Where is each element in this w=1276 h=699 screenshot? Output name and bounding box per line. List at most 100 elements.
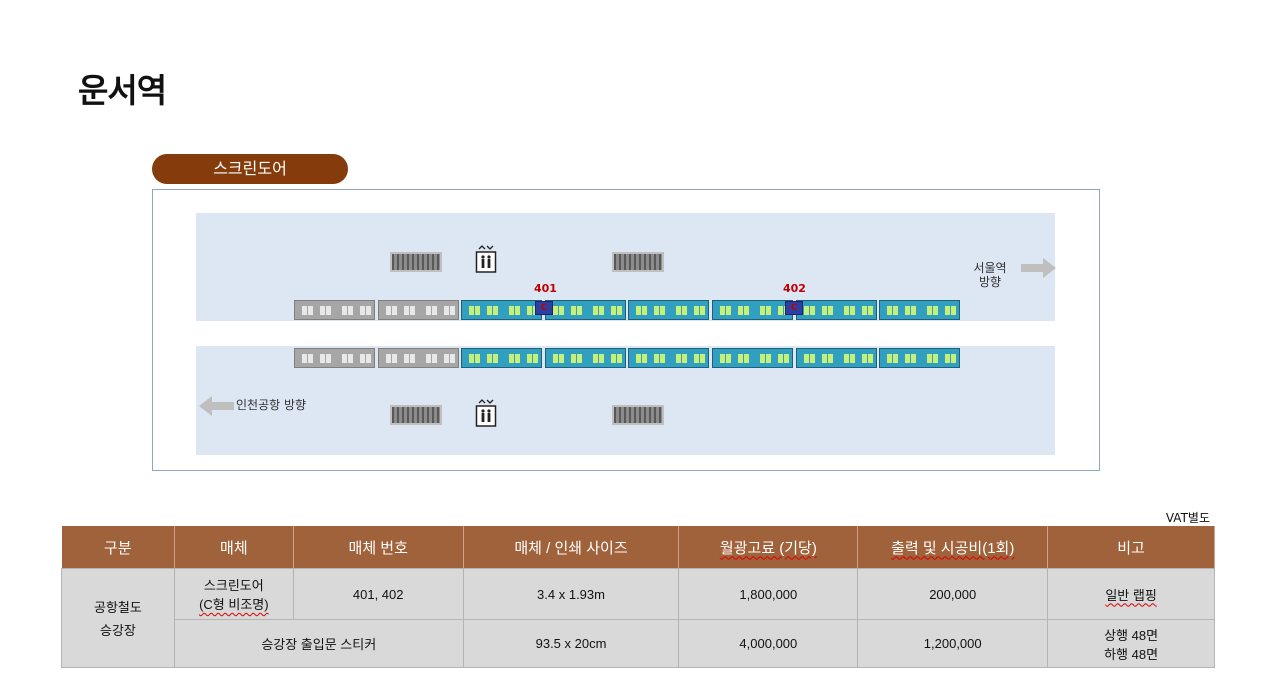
train-window <box>348 306 353 315</box>
train-window <box>893 354 898 363</box>
direction-seoul-label: 서울역 방향 <box>973 261 1007 289</box>
train-car-ad <box>628 300 709 320</box>
train-window <box>911 354 916 363</box>
train-window <box>432 354 437 363</box>
train-window <box>599 354 604 363</box>
train-window <box>862 306 867 315</box>
size-cell: 3.4 x 1.93m <box>462 568 680 620</box>
train-window <box>326 306 331 315</box>
train-window <box>850 306 855 315</box>
train-window <box>804 306 809 315</box>
train-window <box>527 354 532 363</box>
train-window <box>738 354 743 363</box>
train-window <box>348 354 353 363</box>
train-window <box>844 306 849 315</box>
train-window <box>862 354 867 363</box>
media-cell: 스크린도어 (C형 비조명) <box>173 568 294 620</box>
header-remark: 비고 <box>1047 526 1215 569</box>
escalator-icon <box>612 252 664 272</box>
train-window <box>682 354 687 363</box>
train-window <box>844 354 849 363</box>
ad-position-marker: C <box>535 301 553 315</box>
train-window <box>720 354 725 363</box>
train-window <box>694 306 699 315</box>
media-cell: 승강장 출입문 스티커 <box>173 619 464 668</box>
train-window <box>320 306 325 315</box>
train-window <box>302 306 307 315</box>
vat-note: VAT별도 <box>1165 511 1210 525</box>
train-window <box>887 354 892 363</box>
train-car-ad <box>879 300 960 320</box>
train-window <box>515 354 520 363</box>
train-window <box>927 306 932 315</box>
train-window <box>308 306 313 315</box>
table-row: 공항철도 승강장 스크린도어 (C형 비조명) 401, 402 3.4 x 1… <box>61 568 1215 668</box>
train-window <box>617 354 622 363</box>
train-window <box>533 354 538 363</box>
train-window <box>410 306 415 315</box>
train-window <box>386 354 391 363</box>
train-window <box>617 306 622 315</box>
train-window <box>778 354 783 363</box>
train-window <box>744 354 749 363</box>
train-window <box>450 306 455 315</box>
direction-incheon-label: 인천공항 방향 <box>236 398 307 412</box>
train-window <box>487 354 492 363</box>
train-window <box>366 354 371 363</box>
escalator-icon <box>390 252 442 272</box>
monthly-fee-cell: 1,800,000 <box>678 568 859 620</box>
train-window <box>404 306 409 315</box>
train-window <box>945 354 950 363</box>
train-window <box>951 306 956 315</box>
train-car-existing <box>378 300 459 320</box>
train-window <box>553 306 558 315</box>
train-window <box>450 354 455 363</box>
train-window <box>611 306 616 315</box>
train-window <box>509 354 514 363</box>
train-window <box>571 306 576 315</box>
train-car-ad <box>712 348 793 368</box>
train-window <box>828 306 833 315</box>
train-window <box>654 354 659 363</box>
train-car-ad <box>628 348 709 368</box>
size-cell: 93.5 x 20cm <box>462 619 680 668</box>
train-window <box>766 306 771 315</box>
train-window <box>342 306 347 315</box>
train-window <box>487 306 492 315</box>
train-window <box>469 306 474 315</box>
train-window <box>822 306 827 315</box>
elevator-icon <box>475 245 497 273</box>
escalator-icon <box>390 405 442 425</box>
arrow-left-icon <box>199 396 234 416</box>
train-window <box>694 354 699 363</box>
train-window <box>868 354 873 363</box>
remark-cell: 일반 랩핑 <box>1047 568 1215 620</box>
train-window <box>475 306 480 315</box>
train-window <box>426 306 431 315</box>
header-category: 구분 <box>61 526 175 569</box>
train-window <box>493 354 498 363</box>
train-window <box>515 306 520 315</box>
train-window <box>386 306 391 315</box>
escalator-icon <box>612 405 664 425</box>
train-window <box>660 354 665 363</box>
train-window <box>559 306 564 315</box>
train-window <box>410 354 415 363</box>
train-window <box>426 354 431 363</box>
train-window <box>828 354 833 363</box>
train-car-ad <box>461 300 542 320</box>
train-window <box>611 354 616 363</box>
train-window <box>778 306 783 315</box>
train-window <box>527 306 532 315</box>
train-window <box>676 354 681 363</box>
train-window <box>404 354 409 363</box>
train-window <box>559 354 564 363</box>
train-car-ad <box>545 348 626 368</box>
train-window <box>810 354 815 363</box>
train-window <box>810 306 815 315</box>
train-window <box>360 306 365 315</box>
train-window <box>766 354 771 363</box>
install-fee-cell: 200,000 <box>857 568 1049 620</box>
train-window <box>760 306 765 315</box>
train-window <box>366 306 371 315</box>
